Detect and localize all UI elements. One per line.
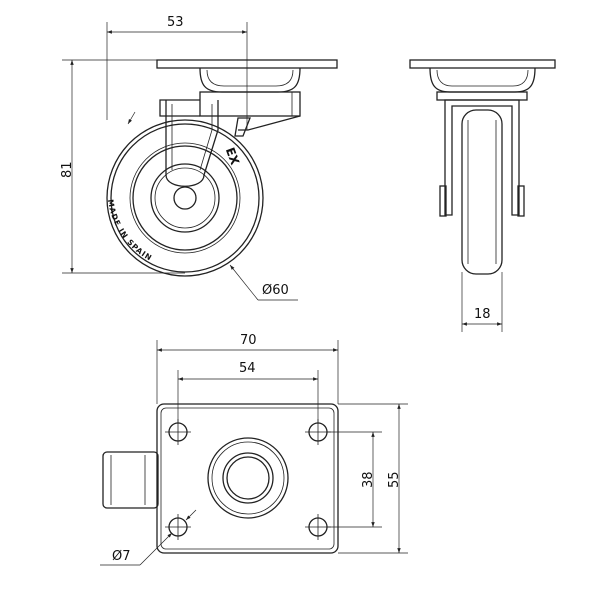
side-view-dimensions: 53 81 Ø60: [60, 15, 298, 301]
dim-hole-spacing-y-label: 38: [361, 471, 376, 488]
front-view: [409, 59, 556, 275]
dim-hole-spacing-x-label: 54: [239, 361, 256, 376]
dim-front-width-label: 18: [474, 307, 491, 322]
dim-side-width-label: 53: [167, 15, 184, 30]
top-view-dimensions: 70 54 38 55 Ø7: [100, 333, 408, 566]
dim-plate-depth-label: 55: [387, 471, 402, 488]
brand-mark-text: EX: [223, 146, 242, 168]
dim-hole-diameter-label: Ø7: [112, 549, 131, 564]
dim-plate-width-label: 70: [240, 333, 257, 348]
side-view: EX MADE IN SPAIN: [106, 59, 338, 277]
dim-side-height-label: 81: [60, 161, 75, 178]
top-view: [102, 403, 339, 554]
front-view-dimensions: 18: [461, 272, 503, 332]
dim-wheel-diameter-label: Ø60: [262, 283, 289, 298]
